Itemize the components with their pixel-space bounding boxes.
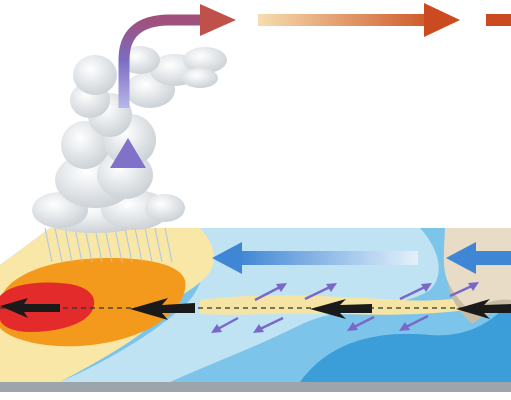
rainfall bbox=[44, 227, 173, 263]
upper-level-flow-arrowhead bbox=[424, 3, 460, 37]
surface-current-east-shaft bbox=[470, 251, 511, 265]
cool-water-deep bbox=[300, 300, 511, 382]
land-coast-shading bbox=[448, 282, 511, 324]
surface-current-east-arrowhead bbox=[446, 242, 476, 274]
rising-air-arrowhead bbox=[110, 138, 146, 168]
surface-current-arrowhead bbox=[212, 242, 242, 274]
trade-wind-arrow bbox=[310, 299, 372, 319]
ocean-slab-side bbox=[0, 382, 511, 392]
trade-wind-arrow bbox=[0, 298, 60, 318]
trade-wind-arrow bbox=[456, 299, 511, 319]
small-wind-arrows bbox=[211, 282, 479, 333]
trade-wind-arrows bbox=[0, 298, 511, 320]
upper-level-flow-shaft bbox=[258, 14, 428, 26]
upper-level-arrowhead bbox=[200, 4, 236, 36]
trade-wind-arrow bbox=[130, 298, 195, 320]
warm-shelf-tongue bbox=[200, 292, 490, 315]
surface-current-shaft bbox=[238, 251, 418, 265]
upper-level-curve bbox=[118, 14, 205, 108]
upper-level-flow-continuation bbox=[486, 14, 511, 26]
